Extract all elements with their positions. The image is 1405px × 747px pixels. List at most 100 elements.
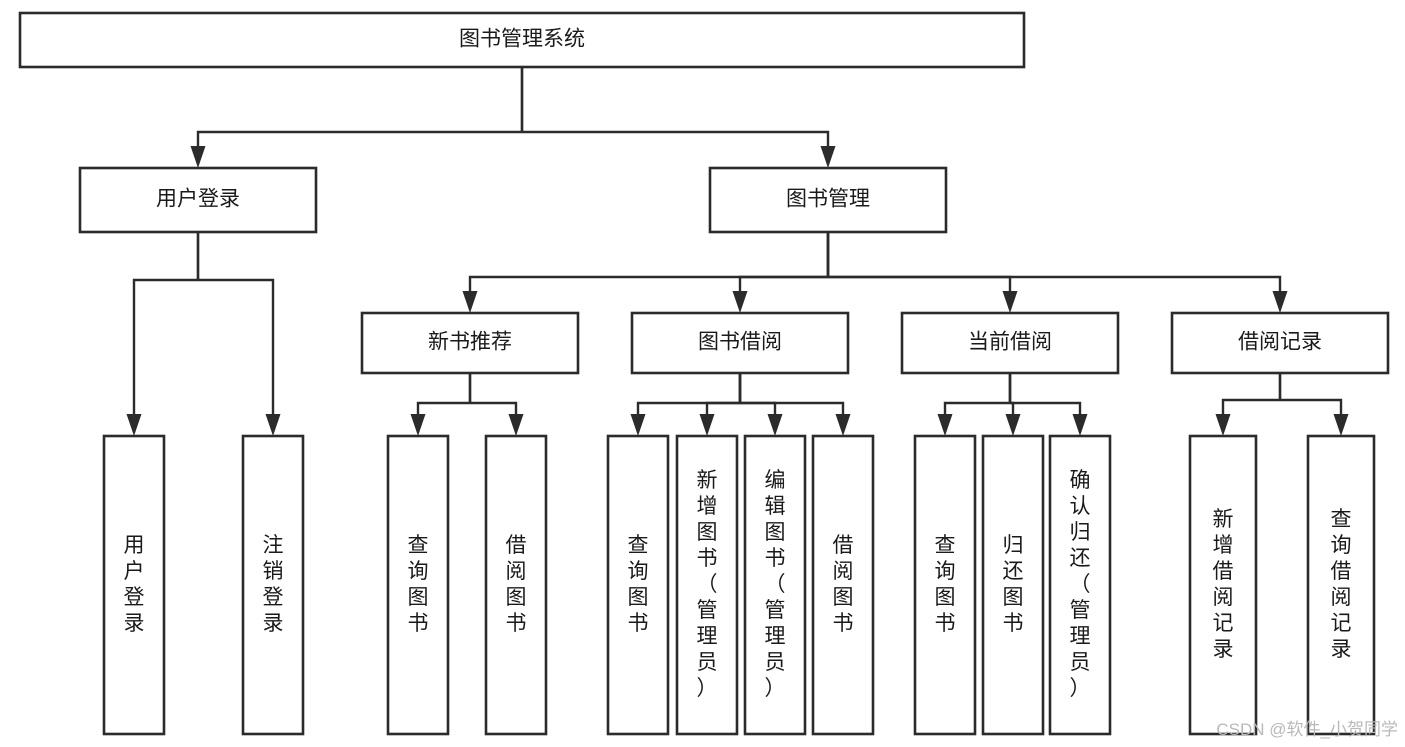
connector-branch	[196, 130, 522, 146]
arrow-head-icon	[265, 414, 281, 436]
node-box	[1188, 434, 1258, 736]
node-新增借阅记录[interactable]: 新增借阅记录	[1188, 434, 1258, 736]
node-label: 借阅图书	[506, 534, 527, 635]
node-当前借阅[interactable]: 当前借阅	[900, 311, 1120, 375]
node-label: 借阅记录	[1238, 331, 1322, 354]
node-label: 新增图书（管理员）	[697, 469, 718, 700]
node-查询借阅记录[interactable]: 查询借阅记录	[1306, 434, 1376, 736]
node-label: 新书推荐	[428, 331, 512, 354]
watermark-label: CSDN @软件_小贺同学	[1216, 720, 1398, 739]
arrow-head-icon	[462, 291, 478, 313]
node-图书管理[interactable]: 图书管理	[708, 166, 948, 234]
arrow-head-icon	[1072, 414, 1088, 436]
connector-branch	[1010, 401, 1082, 414]
connector-branch	[740, 401, 777, 414]
arrow-head-icon	[767, 414, 783, 436]
node-label: 借阅图书	[833, 534, 854, 635]
node-确认归还管理员[interactable]: 确认归还（管理员）	[1048, 434, 1112, 736]
node-box	[811, 434, 875, 736]
node-查询图书[interactable]: 查询图书	[386, 434, 450, 736]
connector-branch	[636, 401, 740, 414]
arrow-head-icon	[820, 146, 836, 168]
node-box	[386, 434, 450, 736]
arrow-head-icon	[699, 414, 715, 436]
node-box	[913, 434, 977, 736]
connector-layer	[126, 67, 1349, 436]
node-注销登录[interactable]: 注销登录	[241, 434, 305, 736]
node-box	[900, 311, 1120, 375]
node-新书推荐[interactable]: 新书推荐	[360, 311, 580, 375]
node-图书借阅[interactable]: 图书借阅	[630, 311, 850, 375]
arrow-head-icon	[190, 146, 206, 168]
node-新增图书管理员[interactable]: 新增图书（管理员）	[675, 434, 739, 736]
node-box	[1306, 434, 1376, 736]
arrow-head-icon	[1333, 414, 1349, 436]
connector-branch	[468, 275, 828, 291]
arrow-head-icon	[1005, 414, 1021, 436]
node-label: 图书管理	[786, 188, 870, 211]
node-layer: 图书管理系统用户登录图书管理新书推荐图书借阅当前借阅借阅记录用户登录注销登录查询…	[18, 11, 1390, 736]
arrow-head-icon	[835, 414, 851, 436]
node-box	[981, 434, 1045, 736]
connector-branch	[943, 401, 1010, 414]
node-label: 查询图书	[935, 534, 956, 635]
arrow-head-icon	[1002, 291, 1018, 313]
node-编辑图书管理员[interactable]: 编辑图书（管理员）	[743, 434, 807, 736]
node-box	[708, 166, 948, 234]
connector-branch	[198, 278, 275, 414]
connector-branch	[1010, 401, 1015, 414]
node-label: 新增借阅记录	[1213, 508, 1234, 661]
node-box	[241, 434, 305, 736]
node-label: 查询借阅记录	[1331, 508, 1352, 661]
node-label: 用户登录	[156, 188, 240, 211]
connector-branch	[705, 401, 740, 414]
node-box	[606, 434, 670, 736]
node-box	[1048, 434, 1112, 736]
node-借阅记录[interactable]: 借阅记录	[1170, 311, 1390, 375]
node-label: 图书借阅	[698, 331, 782, 354]
arrow-head-icon	[508, 414, 524, 436]
arrow-head-icon	[126, 414, 142, 436]
node-box	[78, 166, 318, 234]
node-label: 图书管理系统	[459, 28, 585, 51]
connector-branch	[740, 401, 845, 414]
arrow-head-icon	[630, 414, 646, 436]
arrow-head-icon	[410, 414, 426, 436]
node-借阅图书[interactable]: 借阅图书	[484, 434, 548, 736]
node-box	[18, 11, 1026, 69]
connector-branch	[132, 278, 198, 414]
node-label: 当前借阅	[968, 331, 1052, 354]
node-label: 查询图书	[628, 534, 649, 635]
node-查询图书[interactable]: 查询图书	[606, 434, 670, 736]
node-label: 编辑图书（管理员）	[765, 469, 786, 700]
node-用户登录[interactable]: 用户登录	[78, 166, 318, 234]
node-查询图书[interactable]: 查询图书	[913, 434, 977, 736]
node-借阅图书[interactable]: 借阅图书	[811, 434, 875, 736]
connector-branch	[470, 401, 518, 414]
node-box	[102, 434, 166, 736]
node-label: 注销登录	[263, 534, 284, 635]
node-box	[360, 311, 580, 375]
connector-branch	[828, 275, 1012, 291]
connector-branch	[522, 130, 830, 146]
arrow-head-icon	[732, 291, 748, 313]
node-label: 用户登录	[124, 534, 145, 635]
node-box	[1170, 311, 1390, 375]
node-label: 确认归还（管理员）	[1070, 469, 1091, 700]
connector-branch	[828, 275, 1282, 291]
node-label: 查询图书	[408, 534, 429, 635]
connector-branch	[738, 275, 828, 291]
node-归还图书[interactable]: 归还图书	[981, 434, 1045, 736]
node-图书管理系统[interactable]: 图书管理系统	[18, 11, 1026, 69]
connector-branch	[1280, 398, 1343, 414]
arrow-head-icon	[1272, 291, 1288, 313]
connector-branch	[1221, 398, 1280, 414]
node-box	[743, 434, 807, 736]
connector-branch	[416, 401, 470, 414]
node-用户登录[interactable]: 用户登录	[102, 434, 166, 736]
arrow-head-icon	[937, 414, 953, 436]
node-box	[484, 434, 548, 736]
arrow-head-icon	[1215, 414, 1231, 436]
